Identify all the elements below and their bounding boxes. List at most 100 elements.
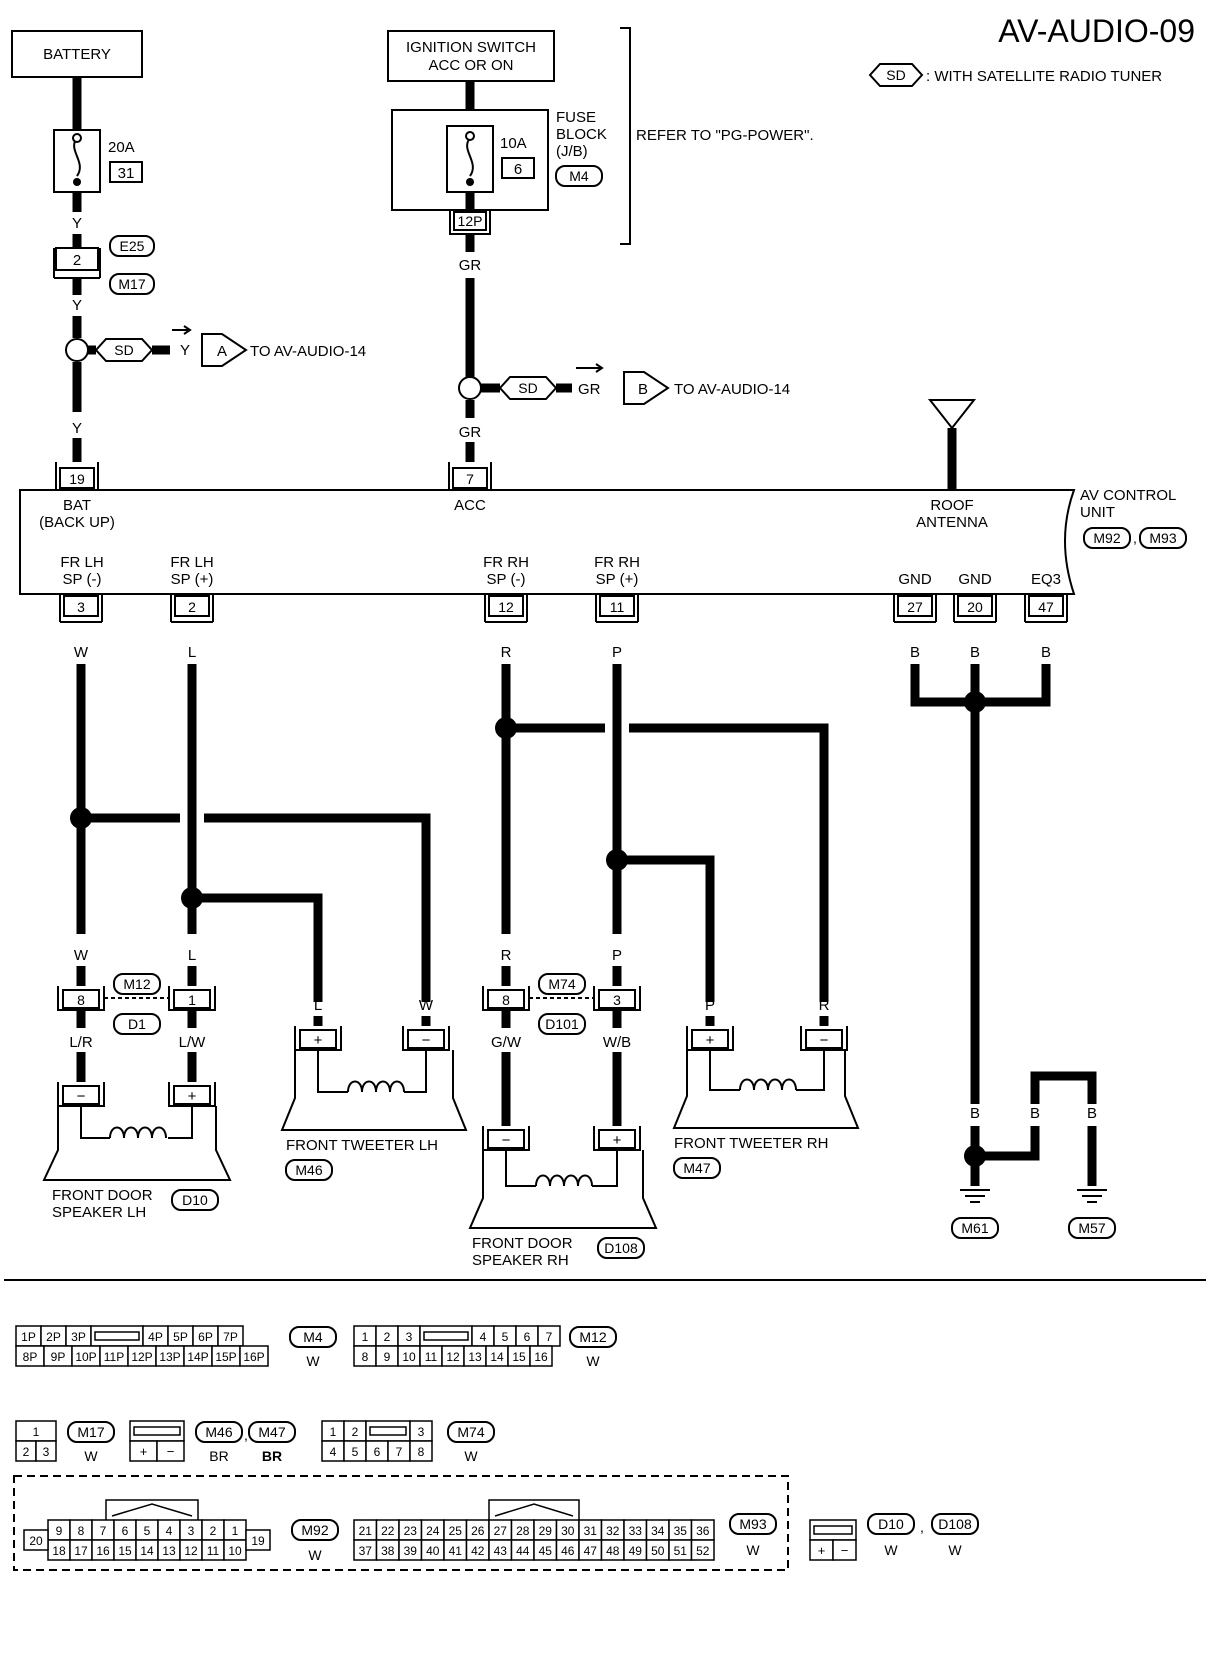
page-title: AV-AUDIO-09: [998, 13, 1195, 49]
m92-pin-7-2: 7: [100, 1524, 107, 1538]
fuse-pin-12p: 12P: [458, 213, 483, 229]
spk-lh-name2: SPEAKER LH: [52, 1204, 146, 1221]
m4-pin-9P-1: 9P: [51, 1350, 66, 1364]
m93-pin-49-12: 49: [629, 1544, 643, 1558]
d10-key-key: [813, 1525, 853, 1535]
spk-lh-plus: +: [188, 1088, 197, 1105]
m74-pin-8-4-cell: [409, 1440, 433, 1462]
offpage-a-letter: A: [217, 343, 227, 360]
m46-key-key: [133, 1426, 181, 1436]
m4-pin-3P-2: 3P: [71, 1330, 86, 1344]
m92-pin-14-4: 14: [140, 1544, 154, 1558]
ground-m57: M57: [1078, 1220, 1105, 1236]
m92-pin-4-5: 4: [166, 1524, 173, 1538]
wire-b-g3: B: [1087, 1105, 1097, 1122]
cv-m74-color: W: [464, 1448, 478, 1464]
m74-pin-key-2-cell: [365, 1420, 411, 1442]
cv-m46-id: M46: [205, 1424, 232, 1440]
m93-pin-31-10: 31: [584, 1524, 598, 1538]
tw-rh-conn: M47: [683, 1160, 710, 1176]
m92-pin-10-8: 10: [228, 1544, 242, 1558]
cv-m12-id: M12: [579, 1329, 606, 1345]
legend-text: : WITH SATELLITE RADIO TUNER: [926, 68, 1162, 85]
m12-pin-3-2: 3: [406, 1330, 413, 1344]
conn-e25: E25: [120, 238, 145, 254]
m46-minus-cell: [156, 1440, 185, 1462]
ignition-box: [387, 30, 555, 82]
wire-l-mid: L: [188, 947, 196, 964]
cv-m74-id: M74: [457, 1424, 484, 1440]
m93-pin-52-15-cell: [690, 1539, 715, 1561]
m93-pin-24-3: 24: [426, 1524, 440, 1538]
pin-27: 27: [907, 599, 923, 615]
m92-pin-8-1: 8: [78, 1524, 85, 1538]
wire-r-mid: R: [501, 947, 512, 964]
spk-lh-conn: D10: [182, 1192, 208, 1208]
m4-pin-15P-7: 15P: [215, 1350, 236, 1364]
m74-pin-2-1: 2: [352, 1425, 359, 1439]
wire-lr: L/R: [69, 1034, 93, 1051]
m46-key-cell: [129, 1420, 185, 1442]
tw-rh-name: FRONT TWEETER RH: [674, 1135, 828, 1152]
offpage-b-letter: B: [638, 381, 648, 398]
unit-roof-2: ANTENNA: [916, 514, 988, 531]
unit-frlh-pos-1: FR LH: [170, 554, 213, 571]
m92-pin-13-5: 13: [162, 1544, 176, 1558]
pin-3-rh: 3: [613, 992, 621, 1008]
m92-pin-12-6: 12: [184, 1544, 198, 1558]
joint-m12: M12: [123, 976, 150, 992]
m93-pin-21-0: 21: [359, 1524, 373, 1538]
m12-pin-12-4: 12: [446, 1350, 460, 1364]
unit-frrh-pos-1: FR RH: [594, 554, 640, 571]
m93-pin-46-9: 46: [561, 1544, 575, 1558]
unit-bat-2: (BACK UP): [39, 514, 115, 531]
m12-pin-10-2: 10: [402, 1350, 416, 1364]
unit-frlh-neg-2: SP (-): [63, 571, 102, 588]
m12-pin-16-8-cell: [529, 1345, 553, 1367]
m17-pin-3-1-cell: [35, 1440, 57, 1462]
unit-gnd-2: GND: [958, 571, 992, 588]
cv-m17-id: M17: [77, 1424, 104, 1440]
unit-conn-m93: M93: [1149, 530, 1176, 546]
m92-pin-2-7: 2: [210, 1524, 217, 1538]
m93-pin-29-8: 29: [539, 1524, 553, 1538]
cv-d10-color: W: [884, 1542, 898, 1558]
cv-d108-id: D108: [938, 1516, 972, 1532]
m92-pin-18-0: 18: [52, 1544, 66, 1558]
wire-w-mid: W: [74, 947, 89, 964]
unit-name-2: UNIT: [1080, 504, 1115, 521]
m93-pin-44-7: 44: [516, 1544, 530, 1558]
d10-minus-cell: [832, 1539, 857, 1561]
m92-pin-6-3: 6: [122, 1524, 129, 1538]
m93-pin-38-1: 38: [381, 1544, 395, 1558]
fuse-10a-number: 6: [514, 161, 522, 178]
unit-frrh-pos-2: SP (+): [596, 571, 639, 588]
speaker-front-door-lh: − + FRONT DOOR SPEAKER LH D10: [42, 1082, 232, 1221]
m12-pin-9-1: 9: [384, 1350, 391, 1364]
legend: SD : WITH SATELLITE RADIO TUNER: [868, 63, 1162, 87]
cv-m93-id: M93: [739, 1516, 766, 1532]
m4-pin-12P-4: 12P: [131, 1350, 152, 1364]
m12-pin-13-5: 13: [468, 1350, 482, 1364]
m12-pin-11-3: 11: [425, 1350, 438, 1364]
wire-color-gr2: GR: [459, 424, 482, 441]
m4-pin-4P-4: 4P: [148, 1330, 163, 1344]
m74-pin-key-2-key: [369, 1426, 407, 1436]
tw-rh-plus: +: [706, 1032, 715, 1049]
wire-p-tweeter: P: [705, 997, 715, 1014]
m12-pin-key-3-key: [423, 1331, 469, 1341]
wire-p-mid: P: [612, 947, 622, 964]
m92-pin-5-4: 5: [144, 1524, 151, 1538]
unit-roof-1: ROOF: [930, 497, 973, 514]
pin-11: 11: [610, 599, 625, 615]
m74-pin-6-2: 6: [374, 1445, 381, 1459]
m93-pin-42-5: 42: [471, 1544, 485, 1558]
sd-option-a: SD: [114, 342, 133, 358]
m93-pin-50-13: 50: [651, 1544, 665, 1558]
m12-pin-5-5: 5: [502, 1330, 509, 1344]
pin-1-lh: 1: [188, 992, 196, 1008]
joint-d101: D101: [545, 1016, 579, 1032]
m93-pin-28-7: 28: [516, 1524, 530, 1538]
m12-pin-1-0: 1: [362, 1330, 369, 1344]
